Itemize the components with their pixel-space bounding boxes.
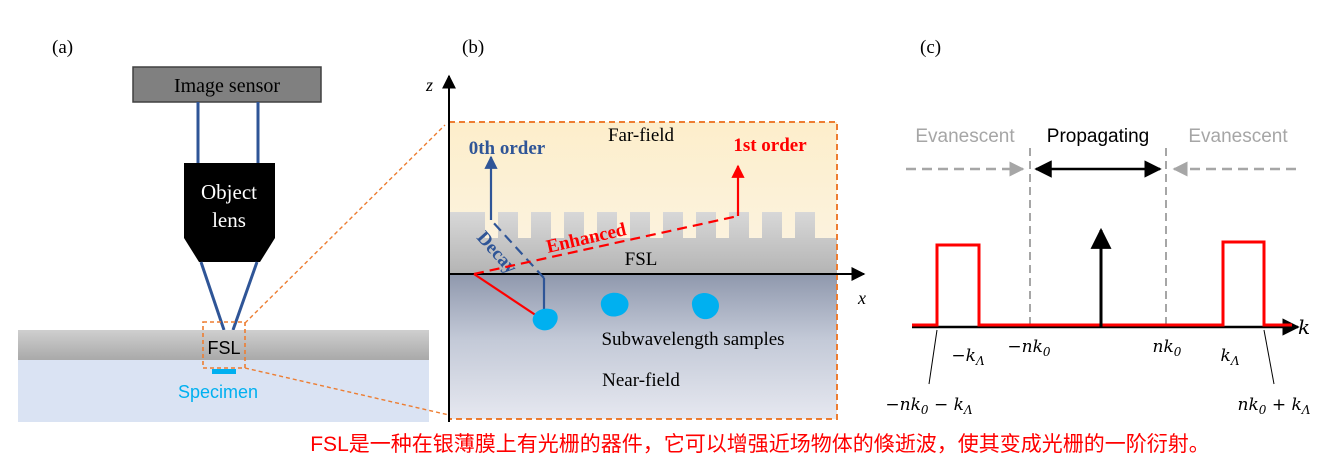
near-field-label: Near-field — [602, 370, 680, 391]
panel-a: (a) Image sensor Object lens FSL Specime… — [18, 37, 429, 422]
propagating-label: Propagating — [1047, 126, 1149, 147]
sample-blob-2 — [600, 292, 629, 317]
object-lens-body — [184, 163, 275, 262]
near-field-region — [449, 274, 837, 419]
focus-beam-left — [199, 261, 226, 331]
x-axis-label: x — [857, 288, 866, 308]
k-axis-label: k — [1298, 315, 1310, 339]
focus-beam-right — [231, 261, 259, 331]
first-order-label: 1st order — [733, 135, 807, 156]
label-nk0-plus-k-lambda: nk0 + kΛ — [1238, 395, 1311, 417]
fsl-label-a: FSL — [207, 338, 240, 358]
sample-blob-1 — [532, 308, 558, 331]
object-lens-label-line2: lens — [212, 208, 246, 232]
enhanced-path — [473, 214, 739, 276]
tick-k-lambda: kΛ — [1221, 346, 1240, 368]
fsl-label-b: FSL — [625, 249, 658, 270]
tick-neg-k-lambda: −kΛ — [951, 346, 985, 368]
zoom-region-box — [202, 321, 246, 369]
fsl-slab — [18, 330, 429, 360]
panel-b-label: (b) — [462, 37, 484, 58]
far-field-label: Far-field — [608, 125, 675, 146]
image-sensor-box — [132, 66, 322, 103]
evanescent-right-label: Evanescent — [1188, 126, 1288, 147]
tick-neg-nk0: −nk0 — [1007, 337, 1051, 359]
leader-left — [928, 329, 938, 385]
subwavelength-label: Subwavelength samples — [601, 329, 784, 350]
object-lens-label-line1: Object — [201, 180, 257, 204]
specimen-label: Specimen — [178, 382, 258, 402]
tick-nk0: nk0 — [1153, 337, 1182, 359]
label-neg-nk0-minus-k-lambda: −nk0 − kΛ — [885, 395, 973, 417]
red-beam-near — [473, 273, 541, 319]
panel-b: (b) z x Far-field 0th order 1st order De… — [425, 37, 866, 422]
panel-c-label: (c) — [920, 37, 941, 58]
panel-c: (c) Evanescent Propagating Evanescent k … — [885, 37, 1310, 417]
evanescent-left-label: Evanescent — [915, 126, 1015, 147]
z-axis-label: z — [425, 75, 433, 95]
caption: FSL是一种在银薄膜上有光栅的器件，它可以增强近场物体的倏逝波，使其变成光栅的一… — [310, 433, 1210, 456]
specimen-mark — [212, 369, 236, 374]
panel-a-label: (a) — [52, 37, 73, 58]
leader-right — [1263, 329, 1275, 385]
image-sensor-label: Image sensor — [174, 75, 280, 97]
sample-blob-3 — [691, 293, 720, 320]
decay-path — [490, 219, 545, 279]
zoom-connector-top — [244, 124, 446, 324]
zeroth-order-label: 0th order — [469, 138, 546, 159]
